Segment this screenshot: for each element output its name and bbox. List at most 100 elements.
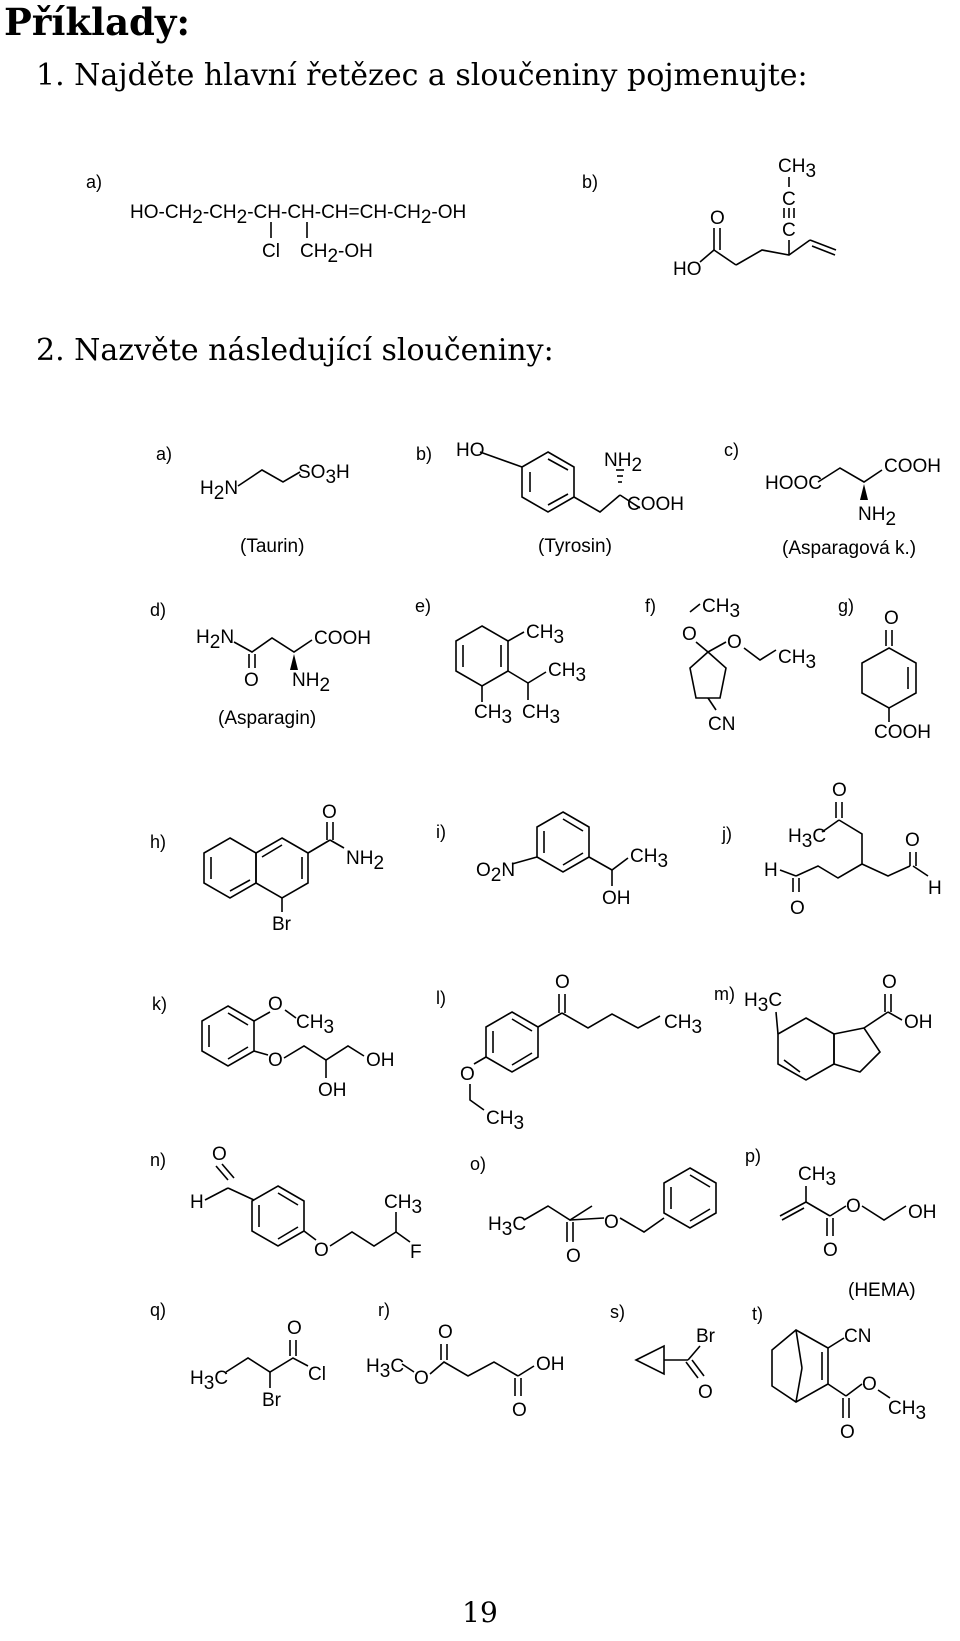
compound-2h: h) O NH2 Br [150, 802, 384, 935]
atom-o: O [846, 1196, 861, 1217]
atom-ch3: CH3 [778, 156, 816, 182]
label-2s: s) [610, 1302, 625, 1322]
compound-2f: f) CH3 O O CH3 CN [645, 596, 816, 735]
name-2b: (Tyrosin) [538, 536, 612, 557]
label-2d: d) [150, 600, 166, 620]
atom-ho: HO [673, 259, 702, 280]
compound-2b-tyrosin: b) HO NH2 COOH (Tyrosin) [416, 440, 684, 557]
atom-f: F [410, 1242, 422, 1263]
atom-h: H [928, 878, 942, 899]
formula-1a-ch2oh: CH2-OH [300, 241, 373, 267]
label-2h: h) [150, 832, 166, 852]
label-2g: g) [838, 596, 854, 616]
atom-h3c: H3C [190, 1368, 228, 1394]
atom-o: O [268, 994, 283, 1015]
atom-ch3: CH3 [526, 622, 564, 648]
task-2: 2. Nazvěte následující sloučeniny: [36, 333, 554, 368]
atom-ch3: CH3 [888, 1398, 926, 1424]
label-2t: t) [752, 1304, 763, 1324]
page-title: Příklady: [4, 0, 191, 44]
atom-ho: HO [456, 440, 485, 461]
compound-2l: l) O CH3 O CH3 [436, 972, 702, 1134]
compound-2i: i) O2N CH3 OH [436, 811, 668, 909]
label-2r: r) [378, 1300, 390, 1320]
compound-2d-asparagin: d) H2N COOH O NH2 (Asparagin) [150, 600, 371, 729]
atom-h3c: H3C [366, 1356, 404, 1382]
atom-br: Br [262, 1390, 282, 1411]
compound-2j: j) O H3C O H H O [721, 780, 942, 919]
atom-o: O [790, 898, 805, 919]
atom-ch3: CH3 [548, 660, 586, 686]
task-2-text: Nazvěte následující sloučeniny: [74, 333, 554, 368]
atom-o: O [823, 1240, 838, 1261]
atom-cooh: COOH [314, 628, 371, 649]
atom-ch3: CH3 [798, 1164, 836, 1190]
atom-o: O [314, 1240, 329, 1261]
atom-o: O [512, 1400, 527, 1421]
atom-o: O [555, 972, 570, 993]
atom-h2n: H2N [196, 627, 234, 653]
atom-so3h: SO3H [298, 462, 350, 488]
label-2a: a) [156, 444, 172, 464]
compound-2p-hema: p) CH3 O O OH (HEMA) [745, 1146, 937, 1301]
atom-h: H [764, 860, 778, 881]
atom-o: O [682, 624, 697, 645]
compound-2o: o) H3C O O [470, 1154, 717, 1267]
atom-ch3: CH3 [630, 846, 668, 872]
label-2b: b) [416, 444, 432, 464]
compound-2c-aspartic-acid: c) HOOC COOH NH2 (Asparagová k.) [724, 440, 941, 559]
atom-oh: OH [536, 1354, 565, 1375]
atom-cooh: COOH [874, 722, 931, 743]
label-1a: a) [86, 172, 102, 192]
atom-oh: OH [904, 1012, 933, 1033]
atom-br: Br [272, 914, 292, 935]
atom-nh2: NH2 [858, 504, 896, 530]
label-2c: c) [724, 440, 739, 460]
atom-c: C [782, 220, 796, 241]
label-2q: q) [150, 1300, 166, 1320]
atom-o: O [212, 1144, 227, 1165]
atom-h3c: H3C [788, 826, 826, 852]
page-number: 19 [462, 1596, 498, 1629]
atom-oh: OH [602, 888, 631, 909]
atom-o: O [322, 802, 337, 823]
atom-o: O [832, 780, 847, 801]
atom-o: O [884, 608, 899, 629]
label-1b: b) [582, 172, 598, 192]
compound-2s: s) Br O [610, 1302, 716, 1403]
name-2p: (HEMA) [848, 1280, 916, 1301]
atom-o: O [460, 1064, 475, 1085]
atom-o: O [268, 1050, 283, 1071]
atom-o: O [604, 1212, 619, 1233]
atom-cn: CN [844, 1326, 871, 1347]
label-2f: f) [645, 596, 656, 616]
atom-oh: OH [908, 1202, 937, 1223]
compound-1b: b) CH3 C C O HO [582, 156, 837, 280]
atom-ch3: CH3 [778, 647, 816, 673]
label-2k: k) [152, 994, 167, 1014]
atom-oh: OH [318, 1080, 347, 1101]
label-2o: o) [470, 1154, 486, 1174]
compound-2e: e) CH3 CH3 CH3 CH3 [415, 596, 586, 728]
label-2j: j) [721, 824, 732, 844]
atom-ch3: CH3 [486, 1108, 524, 1134]
atom-cl: Cl [308, 1364, 326, 1385]
name-2c: (Asparagová k.) [782, 538, 916, 559]
atom-o: O [438, 1322, 453, 1343]
atom-o: O [244, 670, 259, 691]
atom-h3c: H3C [744, 990, 782, 1016]
compound-1a: a) HO-CH2-CH2-CH-CH-CH=CH-CH2-OH Cl CH2-… [86, 172, 466, 267]
atom-h2n: H2N [200, 478, 238, 504]
atom-h: H [190, 1192, 204, 1213]
compound-2m: m) H3C O OH [714, 972, 933, 1081]
label-2i: i) [436, 822, 446, 842]
name-2d: (Asparagin) [218, 708, 316, 729]
atom-o: O [727, 632, 742, 653]
atom-o2n: O2N [476, 860, 515, 886]
atom-cooh: COOH [884, 456, 941, 477]
atom-ch3: CH3 [522, 702, 560, 728]
atom-cooh: COOH [627, 494, 684, 515]
atom-hooc: HOOC [765, 473, 822, 494]
task-1-text: Najděte hlavní řetězec a sloučeniny pojm… [74, 58, 808, 93]
